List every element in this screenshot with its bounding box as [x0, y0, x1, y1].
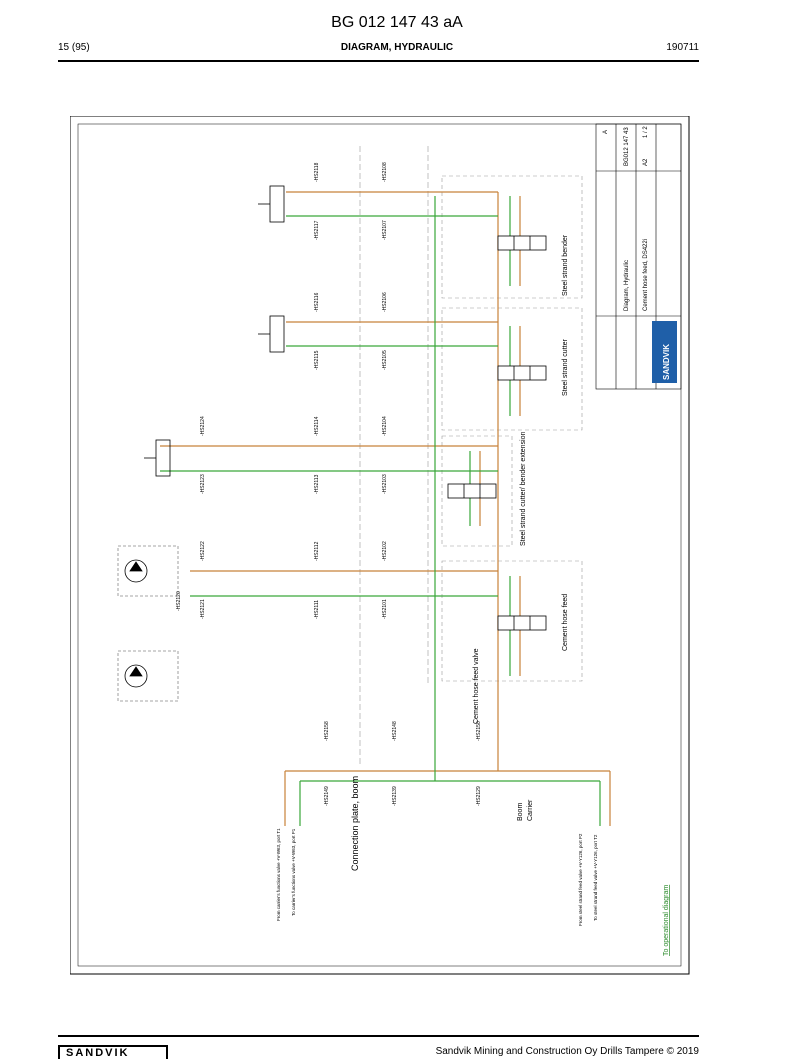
document-date: 190711: [666, 42, 699, 53]
paper-size: A2: [643, 158, 649, 166]
hose-label: -HS2121: [200, 599, 206, 619]
hydraulic-diagram: -HS2118 -HS2117 -HS2108 -HS2107 -HS2116 …: [70, 116, 690, 975]
drawing-number: BG012 147 43: [624, 127, 630, 166]
company-logo: [652, 321, 677, 383]
hose-label: -HS2105: [382, 350, 388, 370]
hose-label: -HS2117: [314, 220, 320, 240]
footer-rule: [58, 1035, 699, 1037]
hose-label: -HS2104: [382, 416, 388, 436]
hose-label: -HS2124: [200, 416, 206, 436]
hose-label: -HS2120: [176, 591, 182, 611]
revision: A: [603, 130, 609, 134]
hose-label: -HS2111: [314, 600, 320, 619]
valve-icon: [447, 235, 547, 631]
drawing-frame: [70, 116, 690, 975]
section-label-hose-valve: Cement hose feed valve: [473, 648, 480, 724]
section-label-hose-feed: Cement hose feed: [562, 594, 569, 651]
hose-label: -HS2158: [324, 721, 330, 741]
hose-label: -HS2107: [382, 220, 388, 240]
hose-label: -HS2116: [314, 292, 320, 312]
hose-label: -HS2108: [382, 162, 388, 182]
operational-diagram-link[interactable]: To operational diagram: [663, 885, 670, 956]
section-label-cutter: Steel strand cutter: [562, 339, 569, 396]
hose-label: -HS2118: [314, 162, 320, 182]
hose-label: -HS2139: [392, 786, 398, 806]
section-label-boom: Boom: [517, 803, 524, 821]
title-line-2: Cement hose feed, DS422i: [643, 239, 649, 311]
hose-label: -HS2103: [382, 474, 388, 494]
hose-label: -HS2112: [314, 541, 320, 561]
section-label-cutter-extension: Steel strand cutter/ bender extension: [520, 431, 527, 546]
hose-label: -HS2123: [200, 474, 206, 494]
section-label-carrier: Carrier: [527, 799, 534, 821]
hose-label: -HS2113: [314, 474, 320, 494]
document-id: BG 012 147 43 aA: [331, 14, 463, 31]
footer-logo: SANDVIK: [58, 1045, 168, 1059]
title-block: [595, 123, 682, 390]
cylinder-icon: [144, 185, 285, 477]
header-rule: [58, 60, 699, 62]
hose-label: -HS2102: [382, 541, 388, 561]
hose-label: -HS2150: [476, 721, 482, 741]
company-name: SANDVIK: [662, 344, 671, 380]
page-number: 15 (95): [58, 42, 90, 53]
note-to-valve-1: To carrier's functions valve +V-W63, por…: [291, 828, 296, 916]
drawing-inner-frame: [77, 123, 682, 967]
sheet-number: 1 / 2: [643, 126, 649, 138]
hose-label: -HS2114: [314, 416, 320, 436]
hose-label: -HS2115: [314, 350, 320, 370]
note-from-valve-1: From carrier's functions valve +V-W63, p…: [276, 828, 281, 921]
note-from-valve-2: From steel strand feed valve +V-Y126, po…: [578, 833, 583, 926]
hose-label: -HS2148: [392, 721, 398, 741]
hose-label: -HS2149: [324, 786, 330, 806]
motor-icon: [117, 545, 179, 702]
title-line-1: Diagram, Hydraulic: [624, 260, 630, 311]
note-to-valve-2: To steel strand feed valve +V-Y126, port…: [593, 834, 598, 921]
page-title: DIAGRAM, HYDRAULIC: [340, 42, 454, 53]
section-label-bender: Steel strand bender: [562, 234, 569, 296]
footer-copyright: Sandvik Mining and Construction Oy Drill…: [435, 1046, 699, 1057]
hose-label: -HS2129: [476, 786, 482, 806]
section-label-connection-plate: Connection plate, boom: [350, 776, 360, 871]
hose-label: -HS2101: [382, 599, 388, 619]
hose-label: -HS2106: [382, 292, 388, 312]
hose-label: -HS2122: [200, 541, 206, 561]
